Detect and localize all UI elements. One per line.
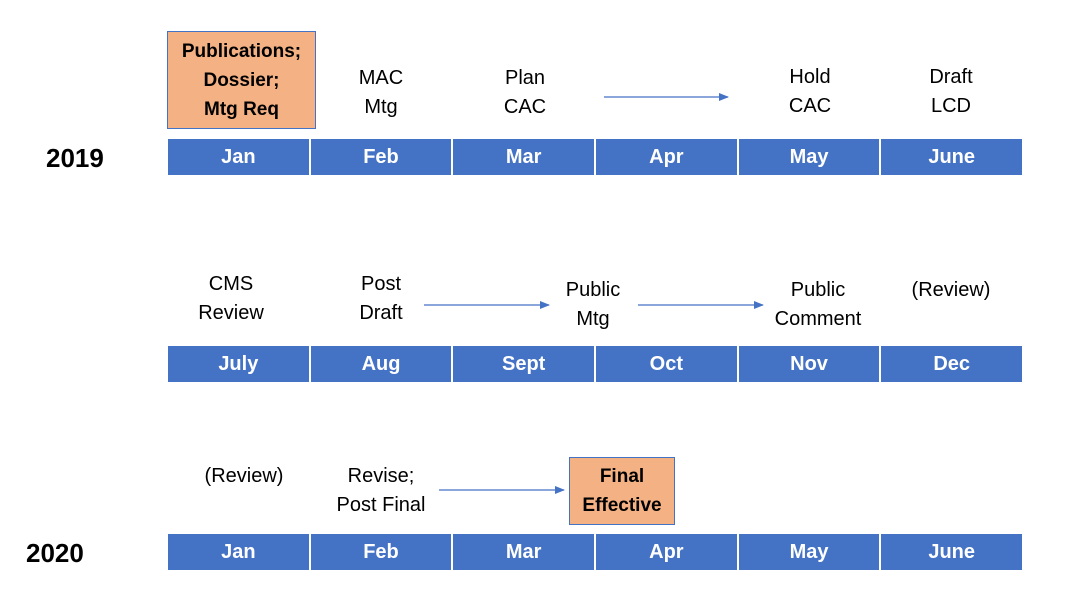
month-cell: May xyxy=(738,139,882,175)
month-cell: Jan xyxy=(168,139,311,175)
publications-dossier-box: Publications; Dossier; Mtg Req xyxy=(167,31,316,129)
month-cell: Sept xyxy=(453,346,597,382)
year-2020-label: 2020 xyxy=(26,538,84,568)
cms-review-label: CMS Review xyxy=(198,270,264,328)
plan-cac-label: Plan CAC xyxy=(504,64,546,122)
month-cell: May xyxy=(738,534,882,570)
draft-lcd-label: Draft LCD xyxy=(929,63,972,121)
event-line: Review xyxy=(198,302,264,324)
public-mtg-label: Public Mtg xyxy=(566,276,620,334)
event-line: Public xyxy=(565,279,621,301)
event-line: Draft xyxy=(359,302,403,324)
event-line: Post Final xyxy=(336,494,426,516)
event-line: Mtg Req xyxy=(204,98,279,120)
month-cell: Feb xyxy=(310,139,454,175)
month-cell: Mar xyxy=(453,534,597,570)
month-cell: Feb xyxy=(310,534,454,570)
month-bar-2019-h2: July Aug Sept Oct Nov Dec xyxy=(168,346,1023,382)
event-line: (Review) xyxy=(911,279,991,301)
event-line: CMS xyxy=(208,273,254,295)
post-draft-label: Post Draft xyxy=(359,270,402,328)
event-line: Publications; xyxy=(181,40,302,62)
year-2019-label: 2019 xyxy=(46,143,104,173)
month-cell: Aug xyxy=(310,346,454,382)
public-comment-label: Public Comment xyxy=(775,276,862,334)
event-line: (Review) xyxy=(204,465,284,487)
event-line: Final xyxy=(599,466,645,487)
review-label-2019: (Review) xyxy=(912,276,991,305)
month-cell: June xyxy=(881,534,1023,570)
event-line: CAC xyxy=(503,96,547,118)
event-line: LCD xyxy=(930,95,971,117)
event-line: Hold xyxy=(789,66,831,88)
event-line: Comment xyxy=(774,308,862,330)
month-cell: Apr xyxy=(596,139,739,175)
month-cell: Nov xyxy=(738,346,882,382)
review-label-2020: (Review) xyxy=(205,462,284,491)
event-line: Public xyxy=(790,279,846,301)
final-effective-box: Final Effective xyxy=(569,457,675,525)
month-cell: Apr xyxy=(596,534,739,570)
event-line: Revise; xyxy=(347,465,415,487)
month-cell: July xyxy=(168,346,311,382)
event-line: Plan xyxy=(504,67,546,89)
month-cell: Oct xyxy=(596,346,739,382)
month-cell: Jan xyxy=(168,534,311,570)
event-line: Draft xyxy=(929,66,973,88)
event-line: Dossier; xyxy=(203,69,280,91)
revise-post-final-label: Revise; Post Final xyxy=(337,462,426,520)
hold-cac-label: Hold CAC xyxy=(789,63,831,121)
month-cell: Mar xyxy=(453,139,597,175)
month-cell: June xyxy=(881,139,1023,175)
month-bar-2019-h1: Jan Feb Mar Apr May June xyxy=(168,139,1023,175)
event-line: Effective xyxy=(582,495,662,516)
month-cell: Dec xyxy=(881,346,1023,382)
mac-mtg-label: MAC Mtg xyxy=(359,64,403,122)
event-line: Post xyxy=(360,273,402,295)
month-bar-2020-h1: Jan Feb Mar Apr May June xyxy=(168,534,1023,570)
event-line: Mtg xyxy=(364,96,398,118)
event-line: Mtg xyxy=(576,308,610,330)
event-line: CAC xyxy=(788,95,832,117)
event-line: MAC xyxy=(358,67,404,89)
